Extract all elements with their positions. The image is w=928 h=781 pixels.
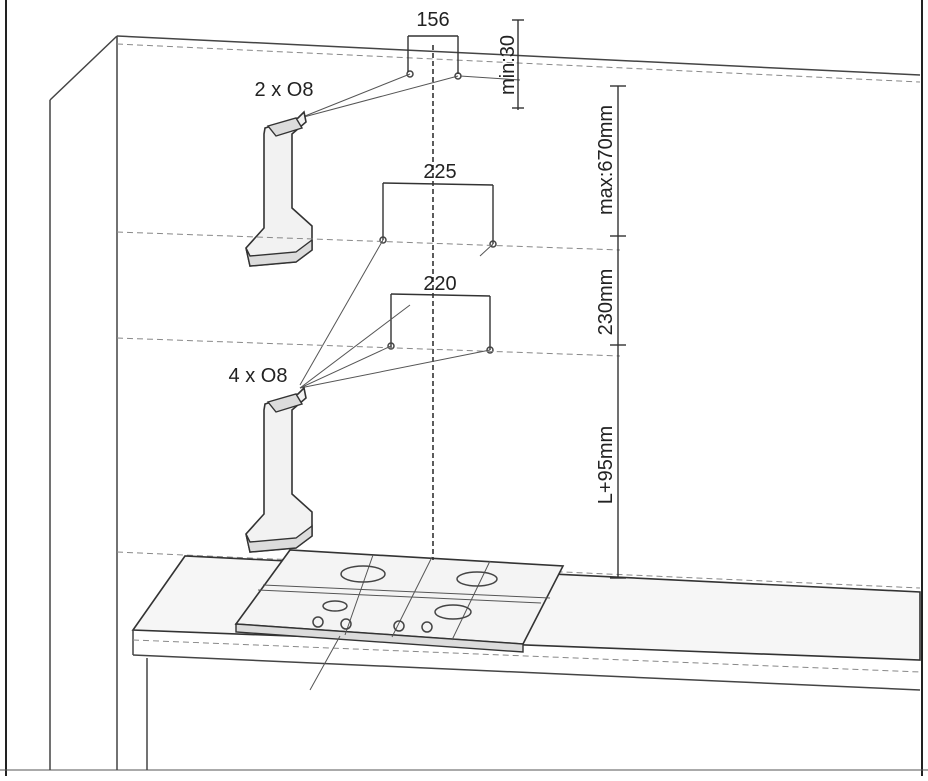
wall-structure — [49, 35, 921, 770]
lower-bracket-part — [245, 386, 313, 553]
hob-height-label: L+95mm — [595, 426, 617, 504]
fixings-top-label: 2 x O8 — [255, 79, 314, 101]
fixings-bottom-label: 4 x O8 — [229, 365, 288, 387]
min-gap-dimension — [512, 19, 524, 110]
spacing-label: 230mm — [595, 269, 617, 336]
upper-bracket-part — [245, 110, 313, 267]
dimension-220: 220 — [423, 273, 456, 295]
dimension-225: 225 — [423, 161, 456, 183]
min-gap-label: min:30 — [497, 35, 519, 95]
middle-brackets — [116, 182, 621, 386]
dimension-156: 156 — [416, 9, 449, 31]
lower-brackets — [116, 293, 621, 389]
hob — [234, 549, 565, 691]
top-brackets — [299, 35, 521, 119]
max-height-label: max:670mm — [595, 105, 617, 215]
vertical-dimension-chain — [610, 85, 626, 579]
